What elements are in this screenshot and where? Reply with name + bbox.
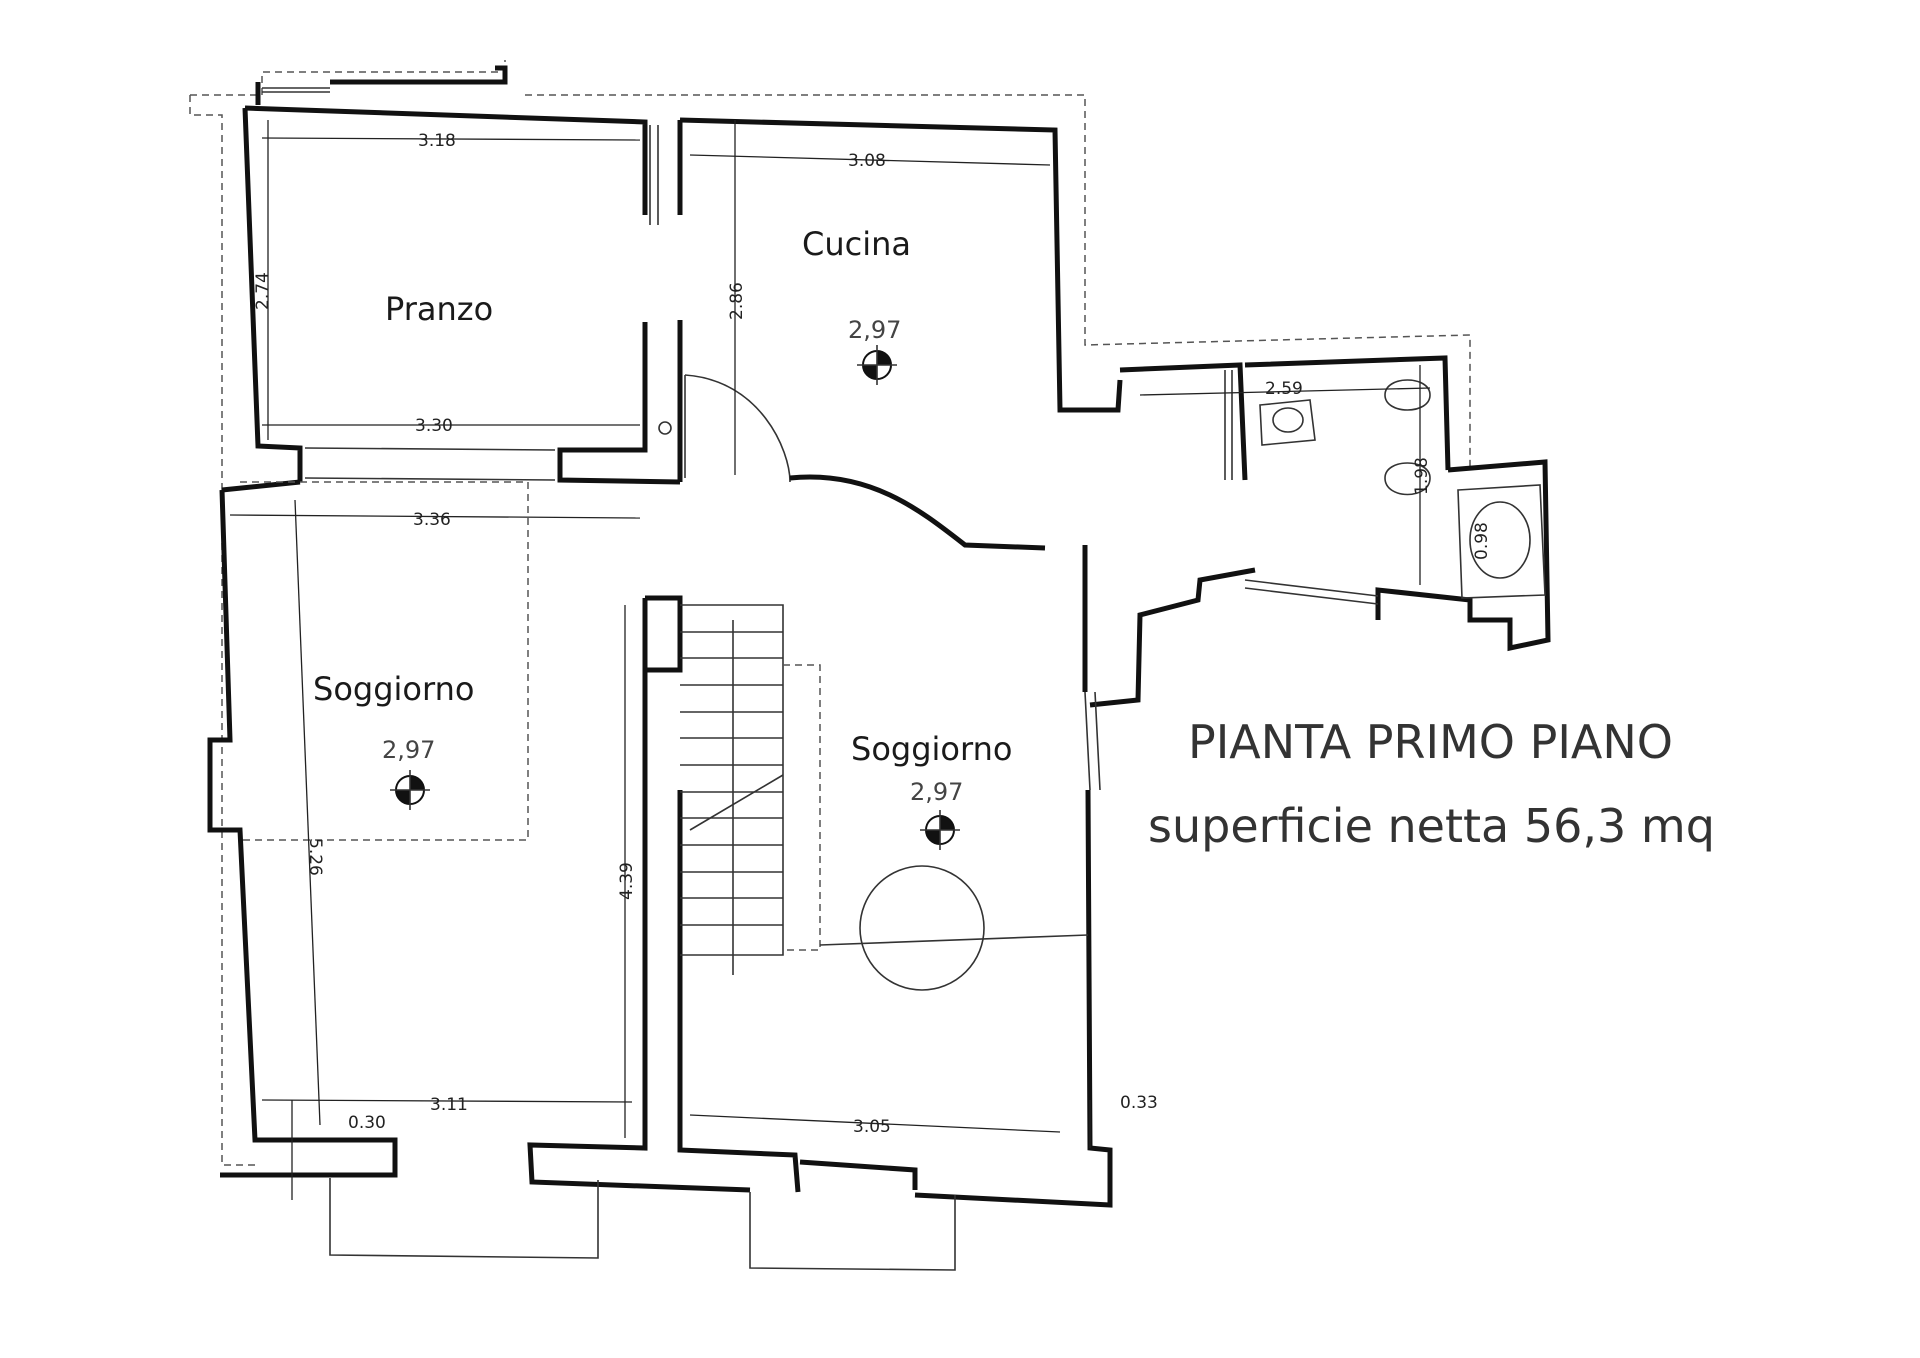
dim-bagno-side: 1.98 [1412,457,1432,495]
height-marker-soggiorno-right [920,810,960,850]
dim-soggiorno-top: 3.36 [413,510,451,530]
bathroom-fixtures [1259,379,1546,599]
dim-shower: 0.98 [1472,522,1492,560]
rug-zone [240,481,529,841]
dimension-lines [229,120,1431,1200]
dim-pranzo-bottom: 3.30 [415,416,453,436]
room-label-pranzo: Pranzo [385,290,493,328]
windows [262,87,1379,1271]
doors [649,125,1233,551]
dim-soggiorno2-bottom: 3.05 [853,1117,891,1137]
room-label-soggiorno-right: Soggiorno [851,730,1012,768]
plan-subtitle: superficie netta 56,3 mq [1148,799,1715,853]
dimension-labels: 3.18 2.74 3.30 3.08 2.86 2.59 1.98 0.98 … [253,131,1492,1137]
room-label-cucina: Cucina [802,225,911,263]
walls [207,65,1551,1208]
height-marker-soggiorno-left [390,770,430,810]
plan-title: PIANTA PRIMO PIANO [1188,715,1673,769]
dim-wall-left: 0.30 [348,1113,386,1133]
dim-stair-side: 4.39 [617,862,637,900]
height-label-soggiorno-left: 2,97 [382,736,435,764]
staircase [680,604,1089,991]
dim-cucina-side: 2.86 [727,282,747,320]
dim-cucina-top: 3.08 [848,151,886,171]
height-label-cucina: 2,97 [848,316,901,344]
dim-soggiorno-bottom: 3.11 [430,1095,468,1115]
room-label-soggiorno-left: Soggiorno [313,670,474,708]
dim-pranzo-side: 2.74 [253,272,273,310]
dim-pranzo-top: 3.18 [418,131,456,151]
dim-wall-right: 0.33 [1120,1093,1158,1113]
dim-bagno-width: 2.59 [1265,379,1303,399]
height-label-soggiorno-right: 2,97 [910,778,963,806]
dim-soggiorno-side: 5.26 [305,838,325,876]
height-marker-cucina [857,345,897,385]
